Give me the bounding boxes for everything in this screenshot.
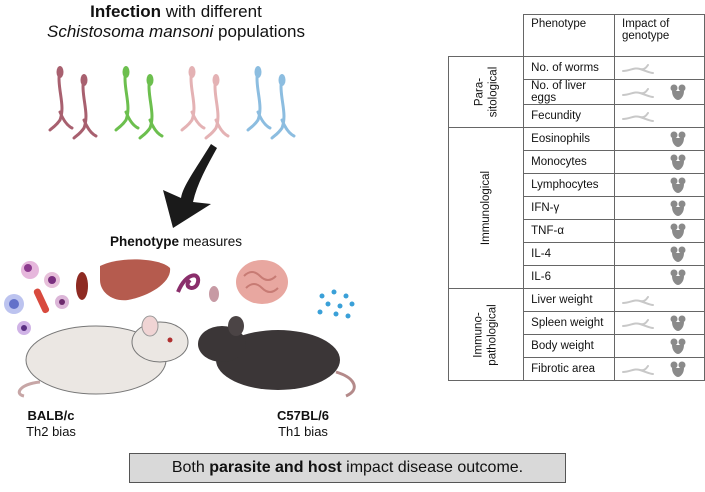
worm-icon [622,317,654,334]
impact-cell [614,173,705,197]
table-row: IFN-γ [449,196,705,220]
phenotype-name: Fibrotic area [523,357,615,381]
phenotype-table: Phenotype Impact of genotype Para-sitolo… [447,14,705,381]
strain-bias: Th2 bias [26,424,76,439]
spleen-icon [76,272,88,300]
worm-icon [622,294,654,311]
table-row: Spleen weight [449,311,705,335]
mouse-head-icon [670,84,686,103]
phenotype-name: Liver weight [523,288,615,312]
header-phenotype: Phenotype [523,14,615,57]
category-cell: Immunological [447,127,525,289]
immune-cells-icon [4,261,69,335]
table-row: Lymphocytes [449,173,705,197]
impact-cell [614,242,705,266]
organs-cells-illustration [4,259,355,335]
phenotype-name: Spleen weight [523,311,615,335]
category-label: Para-sitological [473,66,500,118]
table-row: IL-6 [449,265,705,289]
curved-arrow-icon [163,144,217,228]
mouse-head-icon [670,200,686,219]
header-impact: Impact of genotype [614,14,705,57]
worm-icon [622,86,654,103]
phenotype-name: Eosinophils [523,127,615,151]
category-label: Immunological [480,170,493,246]
mouse-head-icon [670,338,686,357]
worm-pair-icon [48,66,98,140]
mouse-head-icon [670,223,686,242]
mouse-head-icon [670,315,686,334]
strain-name: C57BL/6 [276,408,330,423]
mouse-head-icon [670,269,686,288]
worm-pair-icon [114,66,164,140]
intestine-icon [236,260,288,304]
phenotype-name: Lymphocytes [523,173,615,197]
impact-cell [614,79,705,105]
impact-cell [614,311,705,335]
phenotype-name: No. of liver eggs [523,79,615,105]
egg-icon [209,286,219,302]
impact-cell [614,196,705,220]
phenotype-measures-label: Phenotype measures [110,234,243,249]
strain-name: BALB/c [27,408,75,423]
phenotype-name: Body weight [523,334,615,358]
phenotype-name: TNF-α [523,219,615,243]
worm-pair-icon [246,66,296,140]
phenotype-name: IL-6 [523,265,615,289]
worm-pairs-illustration [48,66,296,140]
strain-balbc: BALB/c Th2 bias [26,408,76,440]
table-row: Fibrotic area [449,357,705,381]
balbc-mouse-icon [17,315,189,398]
title-line-2: Schistosoma mansoni populations [47,22,305,41]
impact-cell [614,104,705,128]
worm-icon [622,110,654,127]
impact-cell [614,265,705,289]
impact-cell [614,219,705,243]
mouse-head-icon [670,131,686,150]
table-row: Immunological Eosinophils [447,127,705,289]
strain-c57bl6: C57BL/6 Th1 bias [268,408,338,440]
category-label: Immuno-pathological [473,303,500,366]
schistosome-icon [176,273,201,293]
mice-illustration [17,315,356,398]
c57bl6-mouse-icon [198,316,356,398]
impact-cell [614,334,705,358]
mouse-head-icon [670,361,686,380]
phenotype-name: IFN-γ [523,196,615,220]
impact-cell [614,357,705,381]
worm-icon [622,363,654,380]
impact-cell [614,150,705,174]
table-row: TNF-α [449,219,705,243]
phenotype-name: Monocytes [523,150,615,174]
conclusion-box: Both parasite and host impact disease ou… [129,453,566,483]
phenotype-name: Fecundity [523,104,615,128]
mouse-head-icon [670,154,686,173]
table-row: Body weight [449,334,705,358]
table-row: Para-sitological No. of worms [447,56,705,128]
category-cell: Para-sitological [447,56,525,128]
strain-bias: Th1 bias [278,424,328,439]
table-row: Monocytes [449,150,705,174]
category-cell: Immuno-pathological [447,288,525,381]
table-corner [448,14,525,57]
liver-icon [100,259,171,301]
mouse-head-icon [670,246,686,265]
impact-cell [614,56,705,80]
impact-cell [614,288,705,312]
cytokines-icon [317,289,355,319]
worm-pair-icon [180,66,230,140]
title-line-1: Infection with different [90,2,262,21]
impact-cell [614,127,705,151]
worm-icon [622,62,654,79]
phenotype-name: IL-4 [523,242,615,266]
phenotype-name: No. of worms [523,56,615,80]
table-row: Immuno-pathological Liver weight [447,288,705,381]
mouse-head-icon [670,177,686,196]
